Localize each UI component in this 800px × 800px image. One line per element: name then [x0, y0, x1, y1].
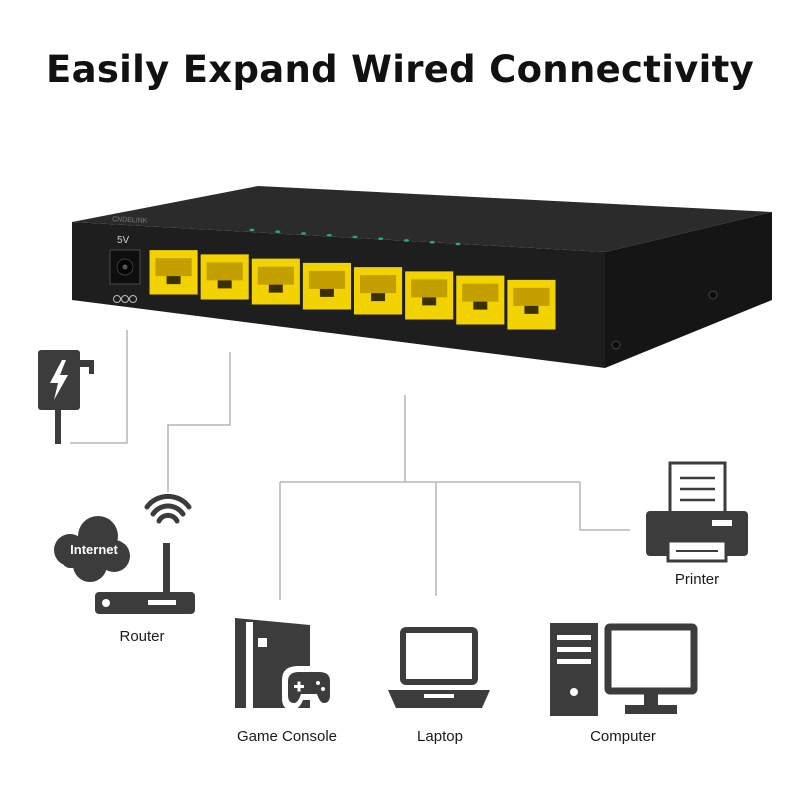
ethernet-port	[405, 271, 454, 320]
status-led	[275, 230, 281, 234]
ethernet-port	[251, 258, 300, 305]
side-screw	[708, 290, 718, 300]
line-printer	[579, 482, 630, 531]
power-adapter-icon	[38, 350, 94, 444]
status-led	[249, 228, 255, 232]
switch-brand: CNDELINK	[112, 216, 148, 225]
polarity-symbol	[113, 295, 137, 303]
router-icon	[95, 493, 195, 614]
ethernet-port	[507, 279, 556, 330]
status-led	[326, 233, 332, 237]
side-screw	[611, 340, 621, 350]
status-led	[352, 235, 358, 239]
laptop-label: Laptop	[417, 728, 463, 745]
connection-lines	[70, 330, 630, 600]
network-switch: CNDELINK 5V	[72, 186, 772, 368]
headline: Easily Expand Wired Connectivity	[46, 48, 754, 91]
ethernet-port	[354, 267, 403, 315]
computer-label: Computer	[590, 728, 656, 745]
switch-top-face	[72, 186, 772, 252]
power-port-label: 5V	[117, 235, 130, 246]
line-router	[167, 352, 231, 492]
ethernet-port	[302, 262, 351, 310]
switch-side-face	[605, 212, 772, 368]
status-led	[429, 240, 435, 244]
wifi-icon	[144, 493, 192, 524]
ethernet-port	[200, 254, 249, 300]
status-led	[378, 237, 384, 241]
ethernet-ports	[149, 250, 556, 330]
game-console-icon	[235, 618, 336, 710]
status-led	[403, 239, 410, 242]
router-label: Router	[119, 628, 165, 645]
computer-icon	[550, 623, 698, 716]
game-console-label: Game Console	[236, 728, 338, 745]
cloud-icon	[54, 516, 130, 582]
laptop-icon	[388, 627, 490, 708]
line-power-adapter	[70, 330, 128, 444]
status-led	[300, 232, 307, 235]
switch-leds	[249, 228, 461, 246]
printer-icon	[646, 461, 748, 563]
ethernet-port	[456, 275, 505, 325]
status-led	[455, 242, 461, 246]
ethernet-port	[149, 250, 198, 295]
printer-label: Printer	[674, 571, 720, 588]
internet-label: Internet	[70, 542, 118, 557]
